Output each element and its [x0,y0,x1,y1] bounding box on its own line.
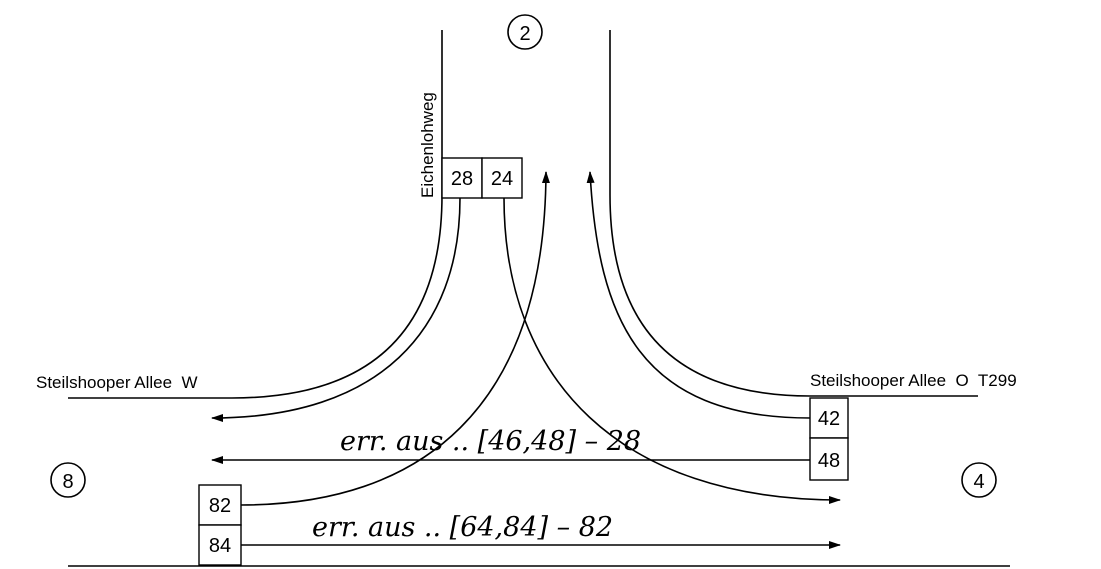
street-label-north: Eichenlohweg [418,92,437,198]
approach-west-label: 8 [62,471,73,493]
approach-north-label: 2 [519,23,530,45]
street-label-east: Steilshooper Allee O T299 [810,371,1017,390]
signal-group-24: 24 [491,168,513,190]
approach-west: 8 [50,462,86,498]
flow-24-north-to-east [503,197,841,504]
approach-north: 2 [507,14,543,50]
flow-82-west-to-north [240,171,550,506]
road-edge-north-west [68,30,443,399]
approach-east: 4 [961,462,997,498]
signal-groups-east: 42 48 [809,397,849,481]
approach-east-label: 4 [973,471,984,493]
signal-group-42: 42 [818,408,840,430]
flow-28-north-to-west [211,197,461,422]
flow-42-east-to-west [586,171,811,419]
annotation-upper: err. aus .. [46,48] – 28 [340,426,641,457]
signal-group-84: 84 [209,535,231,557]
signal-group-48: 48 [818,450,840,472]
street-label-west: Steilshooper Allee W [36,373,198,392]
signal-group-28: 28 [451,168,473,190]
road-edge-north-east [609,30,978,397]
signal-groups-north: 28 24 [441,157,523,199]
signal-group-82: 82 [209,495,231,517]
signal-groups-west: 82 84 [198,484,242,566]
annotation-lower: err. aus .. [64,84] – 82 [312,512,613,543]
